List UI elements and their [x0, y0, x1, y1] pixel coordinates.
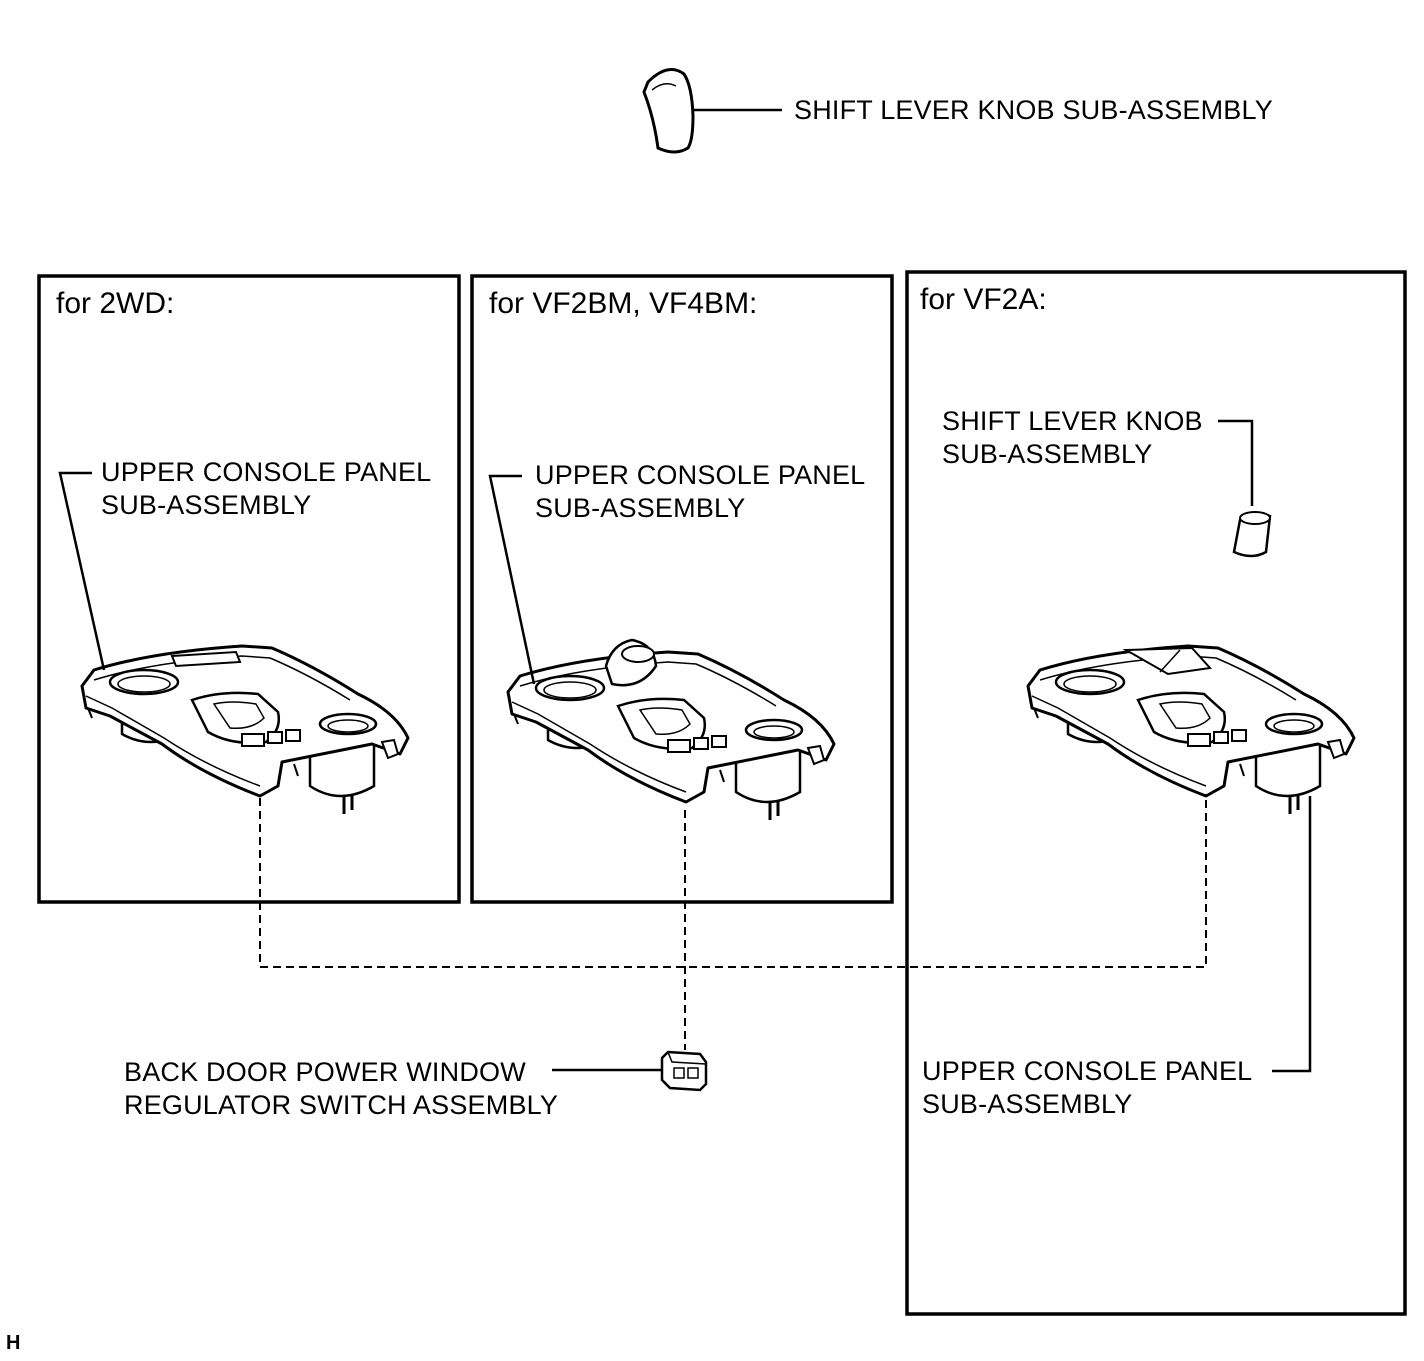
panel-vf2a-box — [905, 270, 1407, 1316]
panel-vf2bm-part-label-1: UPPER CONSOLE PANEL — [535, 460, 866, 490]
top-knob-label: SHIFT LEVER KNOB SUB-ASSEMBLY — [794, 95, 1273, 125]
back-door-switch-illustration — [552, 1050, 708, 1092]
top-shift-knob-illustration — [642, 68, 782, 154]
switch-label-2: REGULATOR SWITCH ASSEMBLY — [124, 1090, 559, 1120]
panel-vf2a-knob-label-2: SUB-ASSEMBLY — [942, 439, 1153, 469]
panel-vf2bm-part-label-2: SUB-ASSEMBLY — [535, 493, 746, 523]
console-vf2a-illustration — [1026, 644, 1356, 816]
panel-vf2bm-title: for VF2BM, VF4BM: — [489, 287, 758, 320]
console-2wd-illustration — [80, 644, 410, 816]
panel-2wd-part-label-1: UPPER CONSOLE PANEL — [101, 457, 432, 487]
panel-vf2a-part-label-1: UPPER CONSOLE PANEL — [922, 1056, 1253, 1086]
panel-vf2bm-box — [470, 274, 894, 904]
panel-2wd-box — [37, 274, 461, 904]
console-vf2bm-illustration — [506, 638, 836, 822]
panel-vf2a-title: for VF2A: — [920, 283, 1047, 316]
panel-2wd-title: for 2WD: — [56, 287, 175, 320]
vf2a-shift-knob-illustration — [1232, 511, 1272, 558]
switch-dashed-connections — [259, 794, 1207, 1050]
switch-label-1: BACK DOOR POWER WINDOW — [124, 1057, 526, 1087]
panel-vf2a-knob-label-1: SHIFT LEVER KNOB — [942, 406, 1203, 436]
panel-2wd-part-label-2: SUB-ASSEMBLY — [101, 490, 312, 520]
panel-vf2a-part-label-2: SUB-ASSEMBLY — [922, 1089, 1133, 1119]
corner-mark: H — [6, 1332, 21, 1354]
